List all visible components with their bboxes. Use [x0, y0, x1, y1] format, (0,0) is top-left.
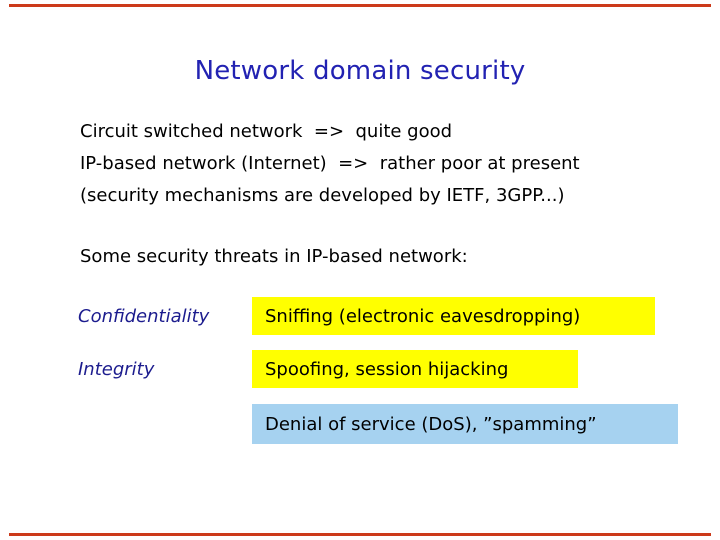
intro-line-circuit-switched: Circuit switched network => quite good	[80, 121, 453, 142]
label-integrity: Integrity	[78, 358, 155, 380]
threat-box-denial-of-service: Denial of service (DoS), ”spamming”	[252, 404, 678, 444]
slide-title: Network domain security	[194, 56, 526, 86]
intro-text: Circuit switched network => quite good I…	[80, 116, 580, 212]
top-rule	[9, 4, 711, 7]
intro-line-security-mechanisms: (security mechanisms are developed by IE…	[80, 185, 565, 206]
threats-heading: Some security threats in IP-based networ…	[80, 246, 468, 267]
threat-box-sniffing: Sniffing (electronic eavesdropping)	[252, 297, 655, 335]
threat-box-spoofing: Spoofing, session hijacking	[252, 350, 578, 388]
bottom-rule	[9, 533, 711, 536]
label-confidentiality: Confidentiality	[78, 305, 210, 327]
intro-line-ip-based: IP-based network (Internet) => rather po…	[80, 153, 580, 174]
